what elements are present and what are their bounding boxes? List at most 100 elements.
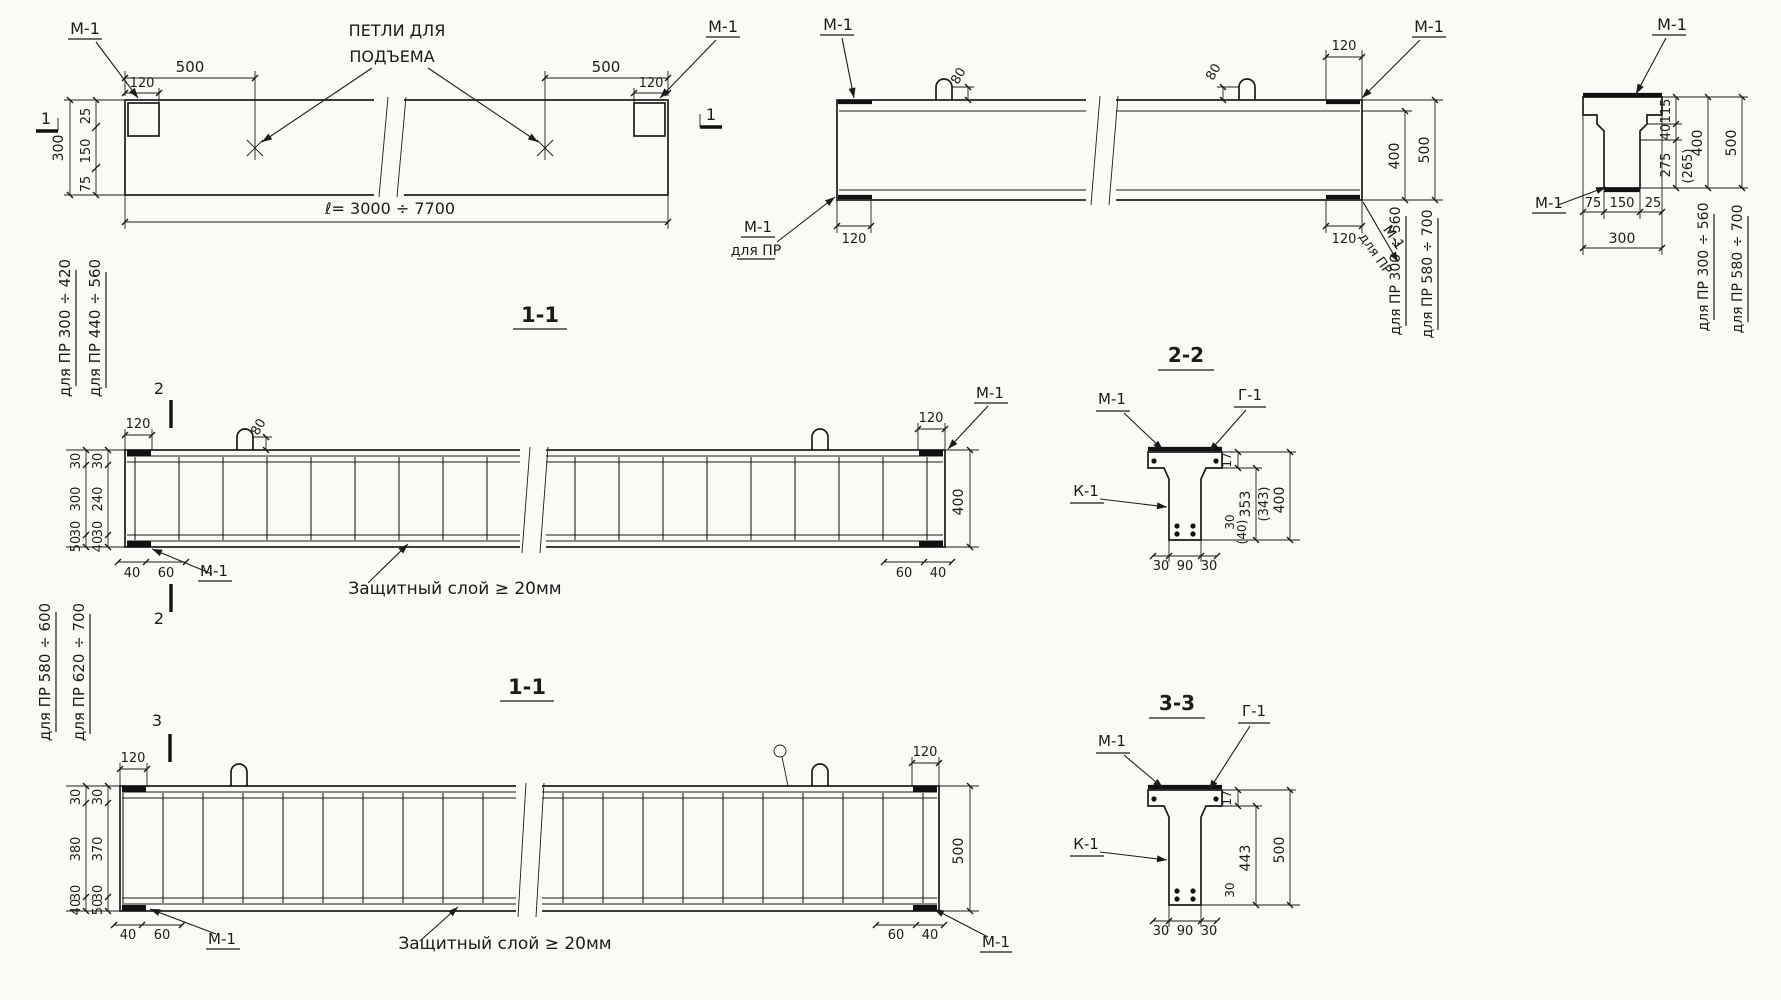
section-2-2-dim-353: 353: [1238, 491, 1254, 518]
break-line: [521, 446, 531, 554]
end-section-dim-265: (265): [1681, 149, 1696, 184]
end-section-dim-75: 75: [1585, 196, 1602, 211]
section-3-3-dim-30-l: 30: [1153, 924, 1170, 939]
left-dim-inner-0: 30: [91, 453, 106, 470]
elevation-m1-bottom-left-label: М-1: [744, 218, 772, 236]
rebar-dot: [1213, 796, 1219, 802]
section-2-2-g1-label: Г-1: [1238, 386, 1262, 404]
section-2-2-dim-400: 400: [1272, 487, 1288, 514]
left-dim-inner-1: 370: [91, 837, 106, 862]
plan-dim-500-right: 500: [592, 58, 621, 76]
end-section-dim-25: 25: [1645, 196, 1662, 211]
rebar-dot: [1190, 531, 1196, 537]
plan-break-line: [378, 96, 389, 198]
elevation-dim-120-top-right: 120: [1332, 39, 1357, 54]
section-1-1-top-dim-400: 400: [951, 489, 967, 516]
section-3-3-dim-30-r: 30: [1201, 924, 1218, 939]
break-line: [539, 446, 549, 554]
rebar-dot: [1213, 458, 1219, 464]
section-2-2-dim-40-side: (40): [1235, 520, 1249, 545]
left-dim-inner-2: 30: [91, 885, 106, 902]
plan-dim-500-left: 500: [176, 58, 205, 76]
plan-end-plate-right: [633, 102, 666, 137]
section-3-3-dim-17: 17: [1220, 790, 1234, 805]
end-section-dim-40: 40: [1659, 124, 1674, 141]
left-dim-outer-1: 380: [69, 837, 84, 862]
plan-dim-120-left: 120: [130, 76, 155, 91]
section-3-3-outline: [1147, 784, 1223, 906]
end-section-dim-400: 400: [1690, 130, 1706, 157]
end-section-m1-left-label: М-1: [1535, 194, 1563, 212]
end-section-dim-150: 150: [1610, 196, 1635, 211]
left-dim-inner-1: 240: [91, 487, 106, 512]
section-1-1-bottom-dim-60-br: 60: [888, 928, 905, 943]
elevation-pr-bottom-left-label: для ПР: [731, 243, 781, 259]
section-3-3-k1-label: К-1: [1073, 835, 1099, 853]
section-1-1-top-dimension-lines: [66, 400, 1008, 612]
break-line: [517, 782, 527, 918]
section-cut-3-label: 3: [152, 711, 162, 730]
break-mask: [520, 446, 546, 552]
section-1-1-bottom-dim-60-bl: 60: [154, 928, 171, 943]
section-3-3-view: 3-3: [1070, 691, 1300, 939]
section-2-2-k1-label: К-1: [1073, 482, 1099, 500]
section-1-1-top-m1-bl-label: М-1: [200, 562, 228, 580]
section-3-3-g1-label: Г-1: [1242, 702, 1266, 720]
plan-dim-300: 300: [51, 135, 67, 162]
elevation-dim-400: 400: [1387, 143, 1403, 170]
section-1-1-top-range-b: для ПР 440 ÷ 560: [86, 259, 104, 397]
elevation-beam-outline: [836, 78, 1363, 206]
section-3-3-title: 3-3: [1159, 691, 1195, 715]
section-2-2-dim-30-side: 30: [1223, 514, 1237, 529]
rebar-dot: [1190, 896, 1196, 902]
plan-cut-1-right-label: 1: [706, 105, 716, 124]
lifting-loop: [230, 763, 248, 787]
rebar-dot: [1151, 796, 1157, 802]
plan-view: М-1 500 120 ПЕТЛИ ДЛЯ ПОДЪЕМА 500 120 М-…: [36, 17, 740, 229]
plan-end-plate-left: [127, 102, 160, 137]
end-section-m1-top-label: М-1: [1657, 15, 1687, 34]
section-1-1-bottom-range-a: для ПР 580 ÷ 600: [36, 603, 54, 741]
plan-break-mask: [374, 96, 404, 199]
section-2-2-dim-30-l: 30: [1153, 559, 1170, 574]
plan-dim-75: 75: [79, 176, 94, 193]
elevation-dim-500: 500: [1417, 137, 1433, 164]
elevation-lifting-loop-left: [935, 78, 953, 101]
plan-dim-25: 25: [79, 108, 94, 125]
section-1-1-top-view: 1-1 для ПР 300 ÷ 420 для ПР 440 ÷ 560: [56, 259, 1008, 628]
plan-dim-150: 150: [79, 139, 94, 164]
plan-lifting-loops-label-1: ПЕТЛИ ДЛЯ: [349, 21, 446, 40]
section-1-1-top-dim-120-right: 120: [919, 411, 944, 426]
section-1-1-top-dim-60-br: 60: [896, 566, 913, 581]
section-1-1-top-dim-80: 80: [248, 416, 269, 438]
plan-m1-right-label: М-1: [708, 17, 738, 36]
end-section-outline: [1582, 92, 1663, 193]
elevation-view: М-1 80 80 120 М-1 М-1 для ПР 120 120 М-1…: [731, 15, 1446, 339]
left-dim-inner-2: 30: [91, 521, 106, 538]
section-1-1-bottom-beam: [119, 744, 940, 918]
elevation-range-400-label: для ПР 300 ÷ 560: [1388, 207, 1404, 336]
section-1-1-top-dim-60-bl: 60: [158, 566, 175, 581]
section-1-1-top-dim-40-bl: 40: [124, 566, 141, 581]
section-3-3-dim-90: 90: [1177, 924, 1194, 939]
section-1-1-top-cover-note: Защитный слой ≥ 20мм: [348, 579, 561, 599]
rebar-dot: [1190, 523, 1196, 529]
plan-dimension-lines: [36, 36, 740, 229]
section-2-2-dim-30-r: 30: [1201, 559, 1218, 574]
section-1-1-bottom-dim-40-bl: 40: [120, 928, 137, 943]
left-dim-outer-0: 30: [69, 453, 84, 470]
left-dim-outer-3: 50: [69, 536, 84, 553]
left-dim-outer-3: 40: [69, 899, 84, 916]
elevation-m1-top-right-label: М-1: [1414, 17, 1444, 36]
plan-beam-outline: [124, 96, 669, 199]
m1-plate: [127, 450, 151, 456]
m1-plate: [919, 541, 943, 547]
end-section-dim-300: 300: [1609, 231, 1636, 247]
break-mask: [516, 782, 542, 915]
section-3-3-m1-label: М-1: [1098, 732, 1126, 750]
section-1-1-bottom-m1-br-label: М-1: [982, 933, 1010, 951]
elevation-m1-top-left-label: М-1: [823, 15, 853, 34]
break-line: [535, 782, 545, 918]
